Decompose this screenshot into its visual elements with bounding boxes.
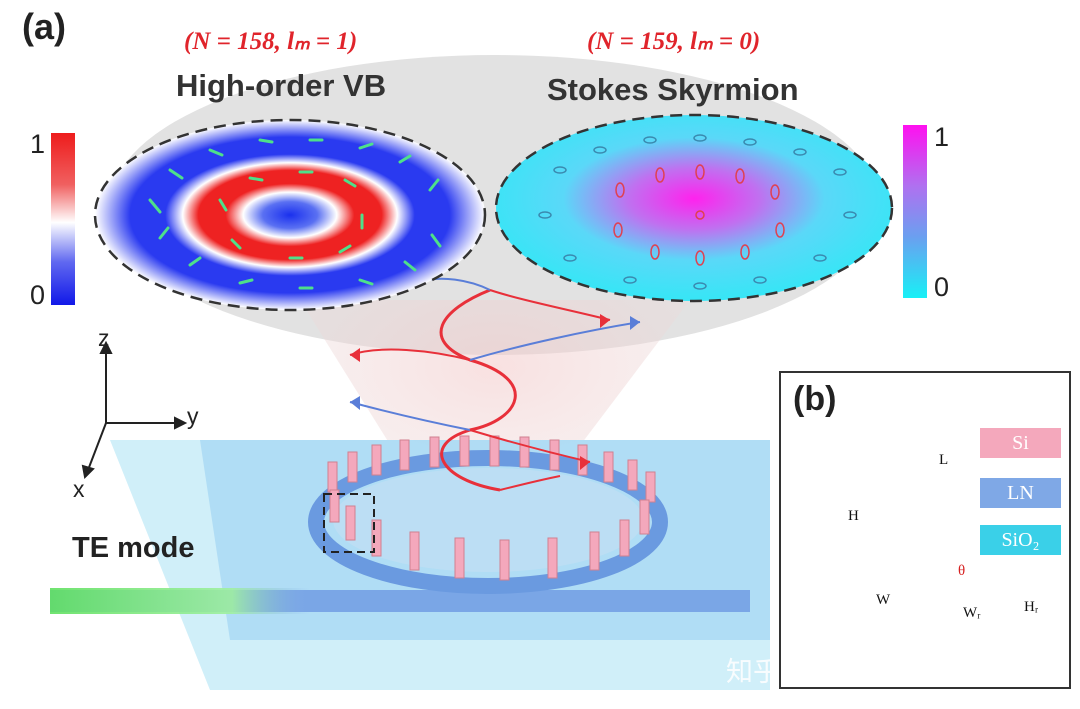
dim-h-label: H xyxy=(848,508,859,524)
right-profile-title: Stokes Skyrmion xyxy=(547,72,799,107)
dim-hr-label: Hᵣ xyxy=(1024,599,1039,615)
dim-theta-label: θ xyxy=(958,563,966,579)
spiral-field xyxy=(349,277,641,492)
left-profile-title: High-order VB xyxy=(176,68,387,103)
ring-resonator xyxy=(308,450,668,594)
right-mode-label: (N = 159, lₘ = 0) xyxy=(587,28,761,55)
dim-w-label: W xyxy=(876,592,891,608)
watermark: 知乎 @中国激光杂志社 xyxy=(726,657,1004,687)
axis-z-label: z xyxy=(98,325,110,351)
polarization-dashes xyxy=(148,138,442,290)
skyrmion-profile xyxy=(496,115,892,301)
dim-wr-label: Wᵣ xyxy=(963,605,981,621)
material-si-legend: Si xyxy=(980,428,1061,458)
dim-l-label: L xyxy=(939,452,949,468)
panel-b-label: (b) xyxy=(793,380,837,418)
material-sio2-legend: SiO₂ xyxy=(980,525,1061,555)
te-mode-label: TE mode xyxy=(72,532,195,564)
axis-y-label: y xyxy=(187,403,199,429)
right-colorbar-max: 1 xyxy=(934,122,950,152)
material-ln-legend: LN xyxy=(980,478,1061,508)
skyrmion-border xyxy=(494,113,894,303)
left-colorbar xyxy=(51,133,75,305)
unit-cell-highlight xyxy=(323,493,375,553)
right-colorbar xyxy=(903,125,927,298)
panel-a-label: (a) xyxy=(22,6,66,47)
left-colorbar-min: 0 xyxy=(30,280,46,310)
vector-beam-border xyxy=(93,118,487,312)
emission-cone xyxy=(300,300,690,525)
left-mode-label: (N = 158, lₘ = 1) xyxy=(184,28,358,55)
polarization-ellipses xyxy=(538,134,857,290)
coordinate-axes xyxy=(81,340,188,480)
right-colorbar-min: 0 xyxy=(934,272,950,302)
input-beam xyxy=(50,588,310,614)
left-colorbar-max: 1 xyxy=(30,129,46,159)
axis-x-label: x xyxy=(73,476,85,502)
